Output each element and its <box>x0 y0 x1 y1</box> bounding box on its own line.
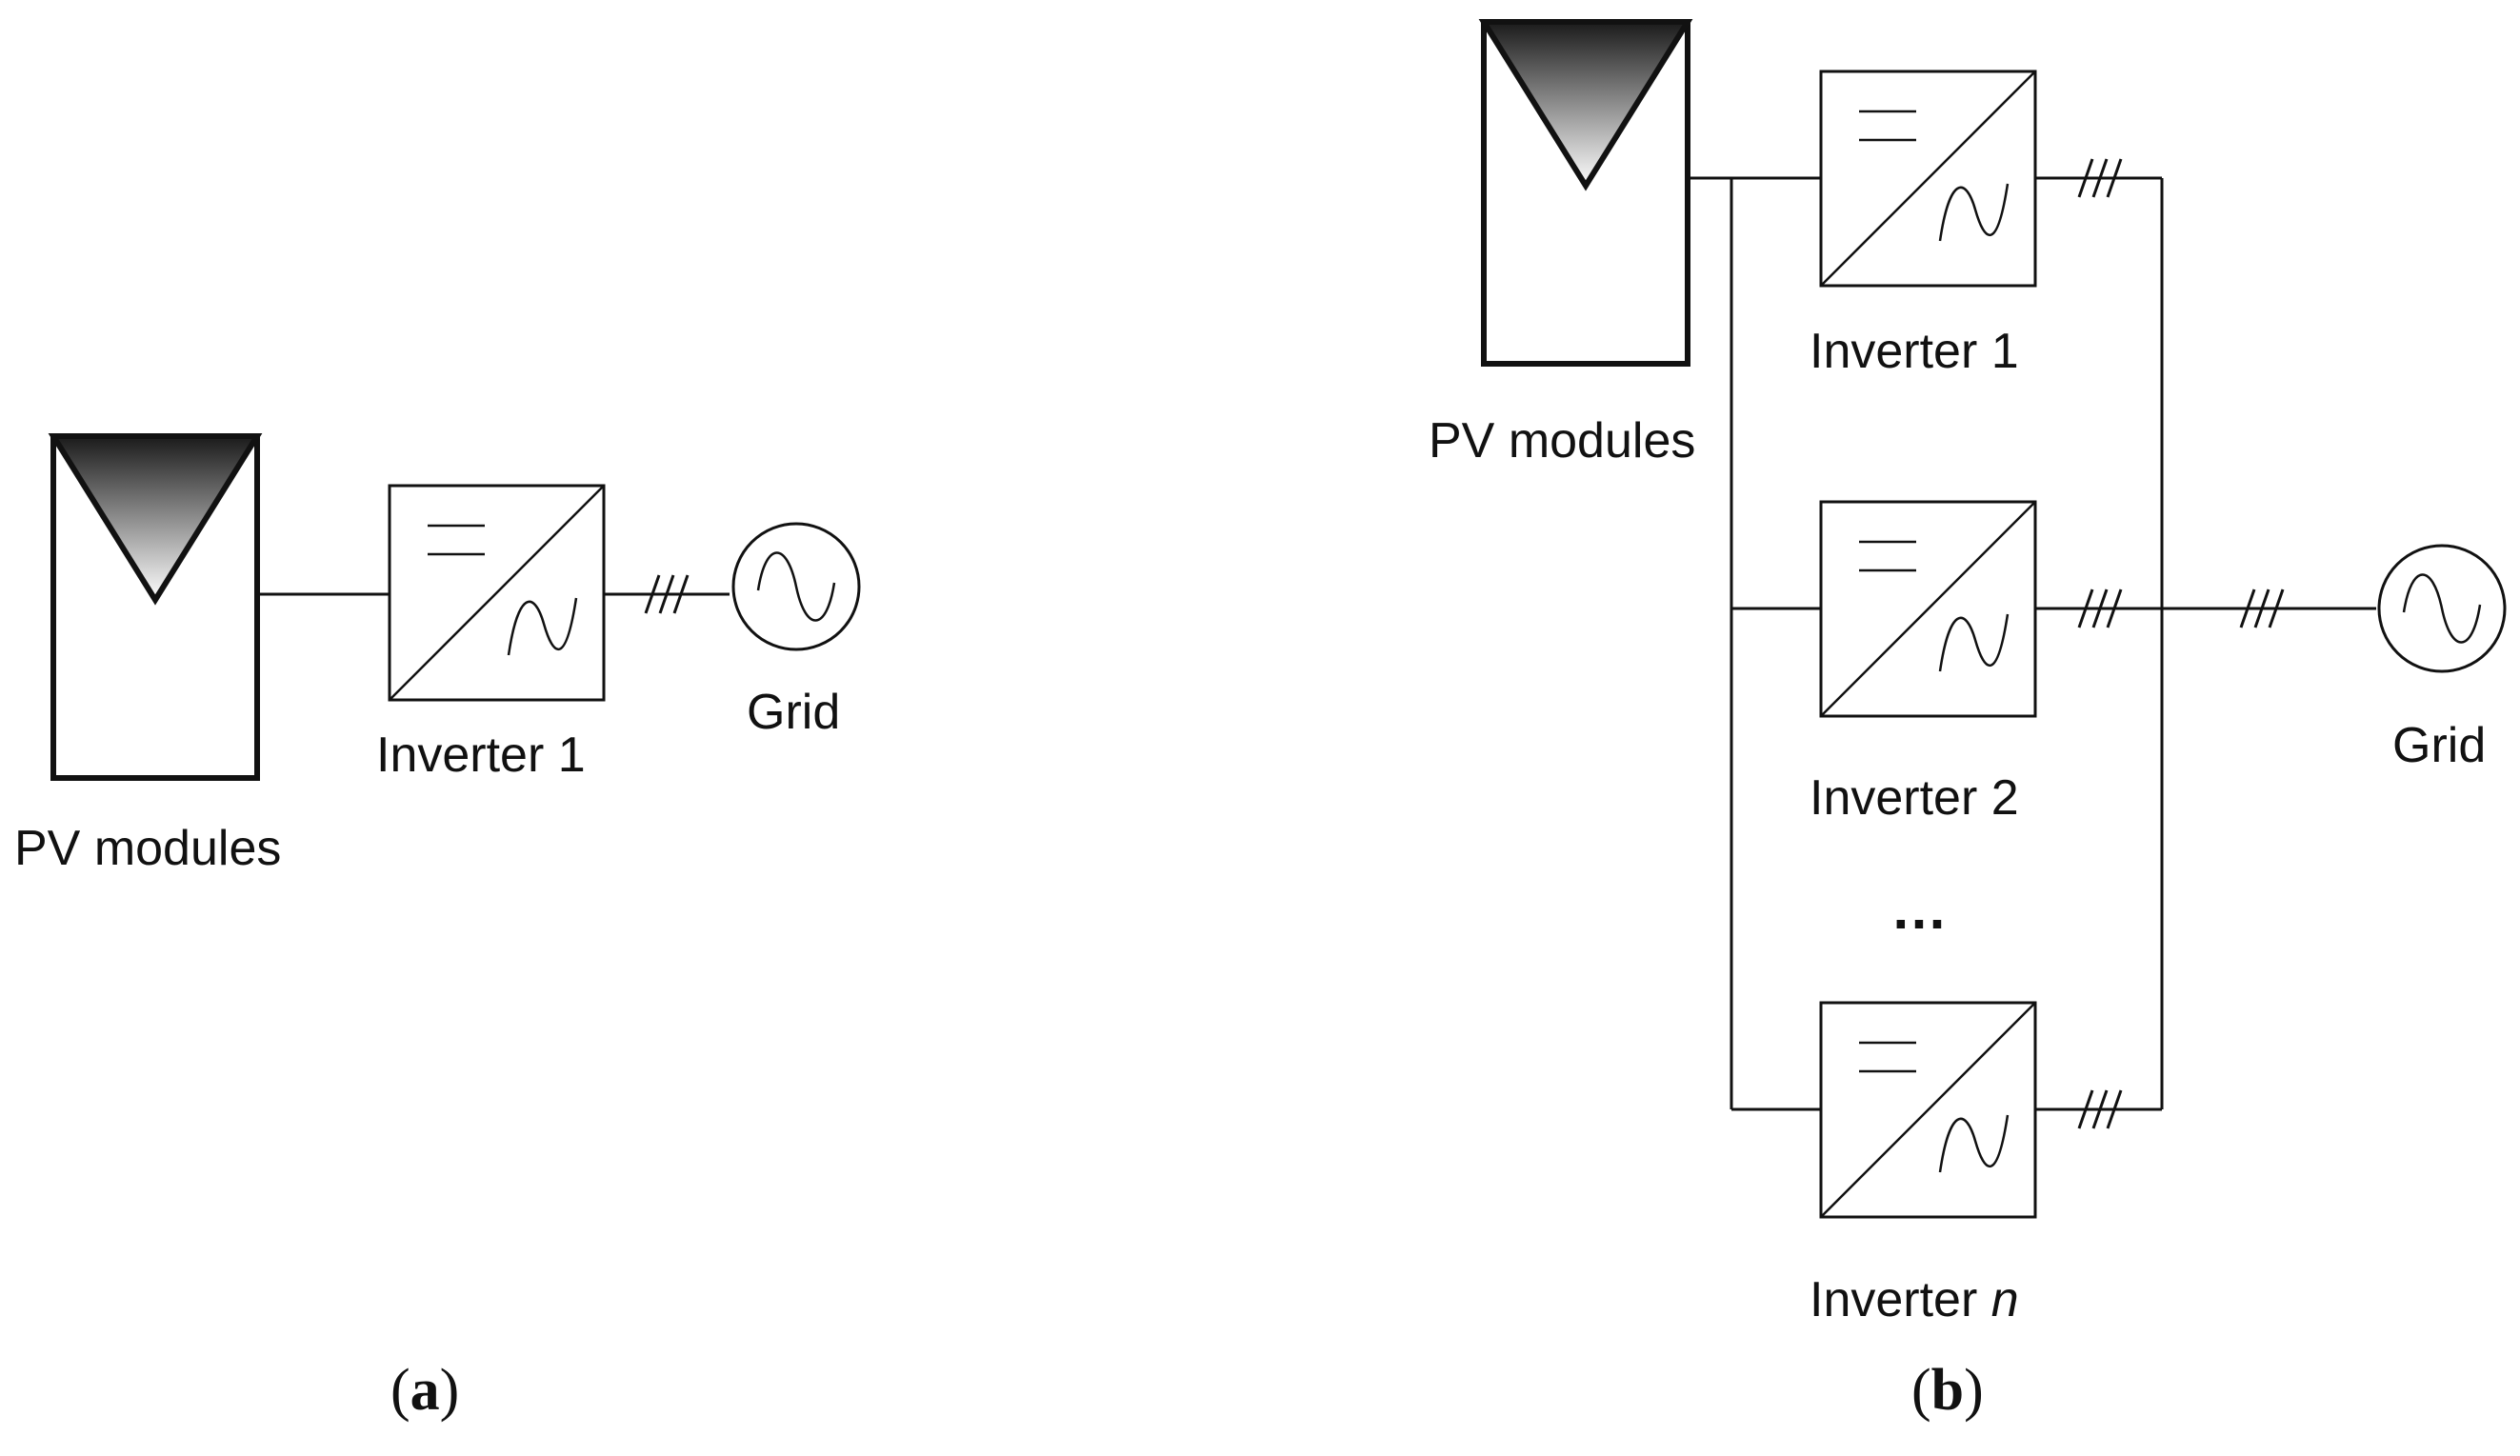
dc-ac-inverter-icon <box>388 484 606 702</box>
caption-a: (a) <box>390 1358 459 1423</box>
inverter-2-label: Inverter 2 <box>1810 770 2019 826</box>
ellipsis: … <box>1890 877 1948 941</box>
inverter-1-label: Inverter 1 <box>1810 324 2019 379</box>
three-phase-mark-icon <box>2077 157 2123 199</box>
inverter-n-label: Inverter n <box>1810 1272 2019 1327</box>
dc-ac-inverter-icon <box>1819 1001 2037 1219</box>
panel-b: PV modules Inverter 1 Inverter 2 Inverte… <box>1429 22 2507 1423</box>
pv-module-icon <box>1484 22 1688 364</box>
ac-source-icon <box>731 522 861 651</box>
three-phase-mark-icon <box>2239 588 2285 629</box>
three-phase-mark-icon <box>2077 1088 2123 1130</box>
pv-modules-label: PV modules <box>1429 413 1695 469</box>
grid-label: Grid <box>747 685 840 740</box>
pv-modules-label: PV modules <box>14 821 281 876</box>
caption-b: (b) <box>1911 1358 1984 1423</box>
dc-ac-inverter-icon <box>1819 70 2037 288</box>
panel-a: PV modules Inverter 1 Grid (a) <box>14 436 861 1423</box>
pv-module-icon <box>53 436 257 778</box>
three-phase-mark-icon <box>644 573 690 615</box>
ac-source-icon <box>2377 544 2507 673</box>
three-phase-mark-icon <box>2077 588 2123 629</box>
dc-ac-inverter-icon <box>1819 500 2037 718</box>
grid-label: Grid <box>2392 718 2486 773</box>
inverter-1-label: Inverter 1 <box>376 728 586 783</box>
